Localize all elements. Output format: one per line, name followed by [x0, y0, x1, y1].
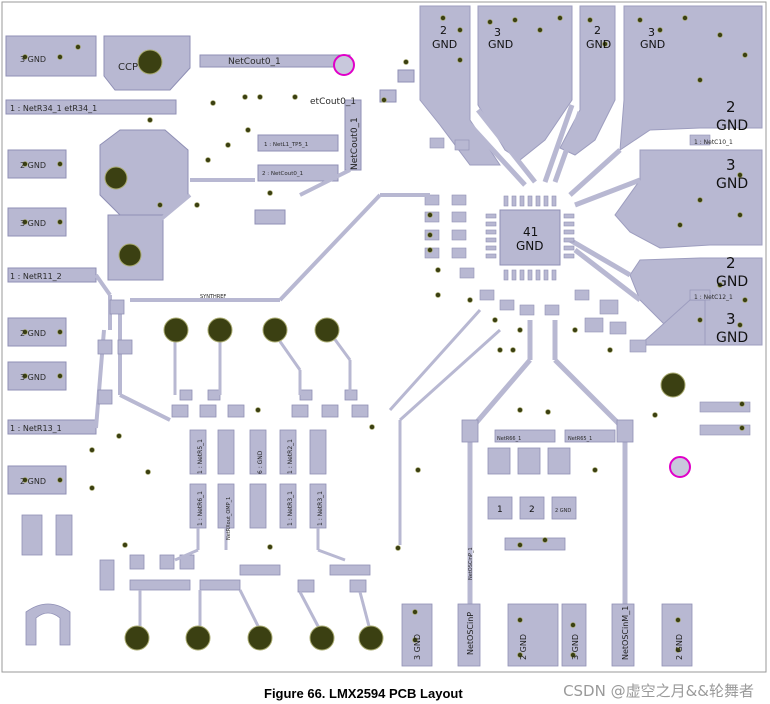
label-etcout0: etCout0_1 — [310, 97, 356, 107]
label-3: 3 — [726, 310, 736, 328]
label-gnd-3b: 3 GND — [571, 634, 580, 660]
label-3: 3 — [726, 156, 736, 174]
label-ic-pin: 41 — [523, 225, 538, 239]
label-netc12: 1 : NetC12_1 — [694, 294, 733, 301]
label-net-r3: 1 : NetR3_1 — [287, 491, 294, 526]
label-netl1: 1 : NetL1_TP5_1 — [264, 142, 308, 148]
label-3: 3 — [648, 26, 655, 39]
label-3: 3 — [494, 26, 501, 39]
label-netr13: 1 : NetR13_1 — [10, 424, 62, 433]
pad-2: 2 — [529, 505, 535, 515]
label-netr66: NetR66_1 — [497, 436, 521, 442]
ic-pin-pads — [485, 195, 575, 281]
label-gnd: GND — [716, 274, 748, 290]
label-gnd: GND — [716, 118, 748, 134]
label-netcout0-rot: NetCout0_1 — [350, 117, 360, 170]
label-netr65: NetR65_1 — [568, 436, 592, 442]
small-vias — [22, 15, 748, 658]
label-netc10: 1 : NetC10_1 — [694, 139, 733, 146]
label-2: 2 — [726, 98, 736, 116]
label-gnd: GND — [716, 330, 748, 346]
label-gnd: GND — [488, 38, 513, 51]
figure-caption-area: Figure 66. LMX2594 PCB Layout CSDN @虚空之月… — [0, 680, 770, 704]
label-gnd-6: 6 : GND — [257, 450, 264, 474]
watermark-text: CSDN @虚空之月&&轮舞者 — [563, 682, 754, 700]
label-2gnd: 2 GND — [20, 477, 46, 486]
label-net-r2: 1 : NetR2_1 — [287, 439, 294, 474]
board-labels: 2 GND 3 GND 2 GND 3 GND 2 GND 3 GND 2 GN… — [10, 24, 748, 660]
label-2: 2 — [726, 254, 736, 272]
pad-1: 1 — [497, 505, 503, 515]
label-netcout0-small: 2 : NetCout0_1 — [262, 171, 303, 177]
label-3gnd: 3 GND — [20, 219, 46, 228]
label-netoscinm: NetOSCinM_1 — [621, 606, 630, 660]
label-2gnd: 2 GND — [20, 329, 46, 338]
label-netoscinp: NetOSCinP — [466, 612, 475, 655]
label-gnd-2b: 2 GND — [675, 634, 684, 660]
label-net-r5: 1 : NetR5_1 — [197, 439, 204, 474]
label-gnd: GND — [586, 38, 611, 51]
bottom-left-pads — [21, 514, 73, 646]
vias — [104, 49, 686, 651]
label-ccp: CCP — [118, 62, 138, 73]
fiducial-marker — [669, 456, 691, 478]
middle-components — [97, 299, 371, 593]
pad-2gnd: 2 GND — [555, 508, 571, 514]
label-gnd: GND — [640, 38, 665, 51]
label-2: 2 — [594, 24, 601, 37]
figure-caption: Figure 66. LMX2594 PCB Layout — [264, 686, 463, 701]
label-netcout0: NetCout0_1 — [228, 57, 281, 67]
label-osc-p-rot: NetOSCinP_1 — [468, 547, 474, 580]
upper-left-copper — [5, 35, 415, 495]
label-ic-gnd: GND — [516, 239, 544, 253]
label-gnd-3-bottom: 3 GND — [413, 634, 422, 660]
label-net-r3: 1 : NetR3_1 — [317, 491, 324, 526]
label-netr34: 1 : NetR34_1 etR34_1 — [10, 104, 97, 113]
ic-center-pad — [499, 209, 561, 266]
label-net-r6: 1 : NetR6_1 — [197, 491, 204, 526]
label-gnd-2-bottom: 2 GND — [519, 634, 528, 660]
label-net-rxout: NetRXout_OMP_1 — [226, 497, 232, 540]
fiducial-marker — [333, 54, 355, 76]
label-synthref: SYNTHREF — [200, 294, 226, 300]
label-netr11: 1 : NetR11_2 — [10, 272, 62, 281]
label-3gnd: 3 GND — [20, 373, 46, 382]
rf-copper-region — [419, 5, 763, 346]
rf-traces — [468, 104, 642, 302]
label-gnd: GND — [716, 176, 748, 192]
label-gnd-2: 2 — [440, 24, 447, 37]
ic-left-passives — [424, 134, 751, 436]
label-2gnd: 2 GND — [20, 161, 46, 170]
label-3gnd-top-left: 3 GND — [20, 55, 46, 64]
label-gnd: GND — [432, 38, 457, 51]
